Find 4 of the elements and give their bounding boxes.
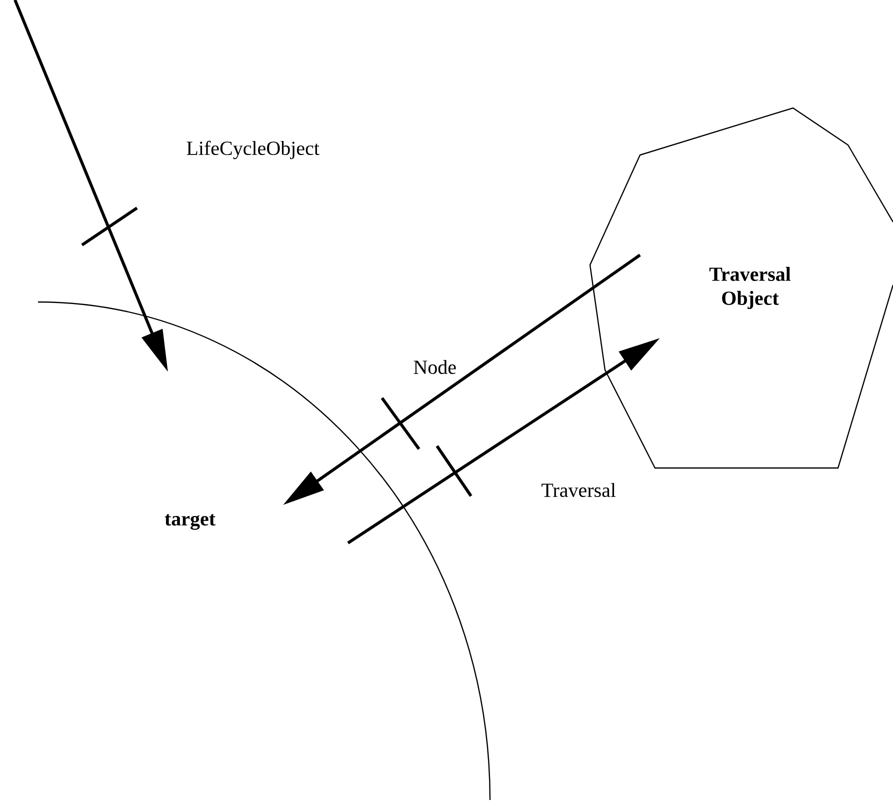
- edge-label: Traversal: [542, 482, 616, 498]
- edge-label: Node: [414, 360, 456, 374]
- edge-label: LifeCycleObject: [186, 140, 320, 160]
- polygon-node: Traversal Object: [589, 107, 893, 469]
